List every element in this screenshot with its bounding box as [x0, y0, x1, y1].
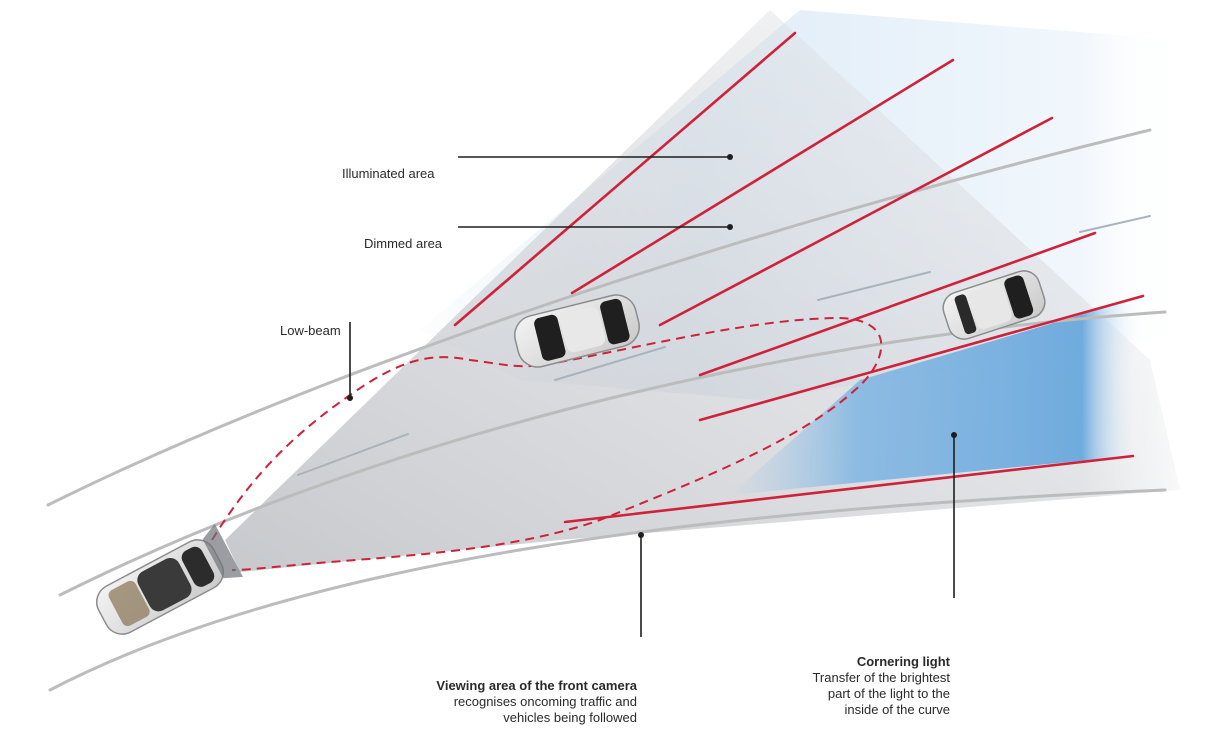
dot-dimmed [727, 224, 733, 230]
lane-dash [817, 271, 931, 301]
low-beam-outline [211, 316, 883, 571]
cornering-light-caption: Cornering light Transfer of the brightes… [812, 654, 950, 718]
leader-dots [347, 154, 957, 538]
dot-low-beam [347, 395, 353, 401]
lane-dash [1079, 215, 1151, 233]
front-camera-line2: vehicles being followed [503, 710, 637, 725]
dimmed-area-label: Dimmed area [364, 236, 443, 251]
beam-line [570, 58, 955, 295]
front-camera-title: Viewing area of the front camera [436, 678, 637, 693]
low-beam-label: Low-beam [280, 323, 341, 338]
front-camera-line1: recognises oncoming traffic and [453, 694, 637, 709]
cornering-light-line1: Transfer of the brightest [812, 670, 950, 685]
cornering-light-line2: part of the light to the [827, 686, 950, 701]
leader-lines [349, 156, 955, 637]
dot-cornering [951, 432, 957, 438]
oncoming-car [514, 294, 640, 368]
road-edge-upper [46, 128, 1152, 507]
preceding-car [942, 270, 1046, 340]
beam-line [563, 454, 1135, 524]
lane-dash [297, 433, 409, 476]
dot-camera [638, 532, 644, 538]
right-fade [1080, 0, 1217, 748]
lane-dash [554, 346, 666, 381]
cornering-light-line3: inside of the curve [844, 702, 950, 717]
dot-illuminated [727, 154, 733, 160]
lane-markings [297, 215, 1151, 476]
front-camera-caption: Viewing area of the front camera recogni… [436, 678, 637, 726]
illuminated-area-label: Illuminated area [342, 166, 435, 181]
beam-line [698, 294, 1145, 422]
cornering-light-title: Cornering light [856, 654, 950, 669]
road-edge-lower [48, 488, 1167, 692]
cornering-light-area [730, 296, 1145, 495]
beam-line [453, 31, 797, 327]
own-car [95, 523, 243, 635]
beam-line [658, 116, 1054, 327]
beam-boundaries [453, 31, 1145, 524]
beam-line [698, 231, 1097, 377]
